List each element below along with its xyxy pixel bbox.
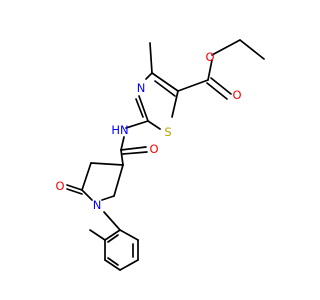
bond [145, 72, 153, 80]
bond [90, 162, 124, 166]
bond [151, 72, 179, 92]
bond [81, 189, 93, 201]
bond [239, 39, 265, 60]
bond [113, 164, 124, 197]
bond [154, 80, 176, 97]
bond [66, 184, 83, 191]
bond [81, 162, 92, 191]
atom-n-pyrrolidine: N [93, 198, 102, 212]
atom-n-amide: HN [111, 123, 128, 137]
atom-s-thiazole: S [164, 125, 171, 139]
bond [103, 211, 121, 231]
atom-o-ester: O [205, 50, 214, 64]
bond [138, 95, 149, 122]
bond [177, 79, 209, 92]
bond [101, 195, 115, 201]
bond [107, 257, 119, 266]
bonds [66, 39, 265, 271]
atom-n-thiazole: N [137, 81, 146, 95]
bond [120, 149, 124, 166]
bond [104, 259, 121, 271]
bond [107, 234, 119, 243]
bond [120, 136, 125, 151]
bond [206, 82, 228, 100]
structure-svg: O O N S HN O O N [55, 39, 265, 271]
bond [207, 59, 213, 81]
bond [119, 229, 139, 241]
atom-o-lactam: O [55, 179, 64, 193]
atom-o-amide: O [149, 142, 158, 156]
bond [66, 188, 83, 195]
bond [171, 90, 179, 118]
bond [89, 229, 106, 241]
bond [119, 259, 139, 271]
molecule-diagram: O O N S HN O O N [55, 39, 265, 271]
atom-o-ester-carbonyl: O [232, 88, 241, 102]
bond [122, 151, 148, 155]
bond [147, 120, 161, 130]
bond [125, 120, 149, 129]
bond [210, 77, 232, 95]
bond [149, 42, 153, 74]
bond [211, 39, 241, 56]
bond [104, 229, 121, 241]
bond [120, 146, 147, 151]
bond [135, 98, 144, 118]
atom-labels: O O N S HN O O N [55, 50, 241, 212]
